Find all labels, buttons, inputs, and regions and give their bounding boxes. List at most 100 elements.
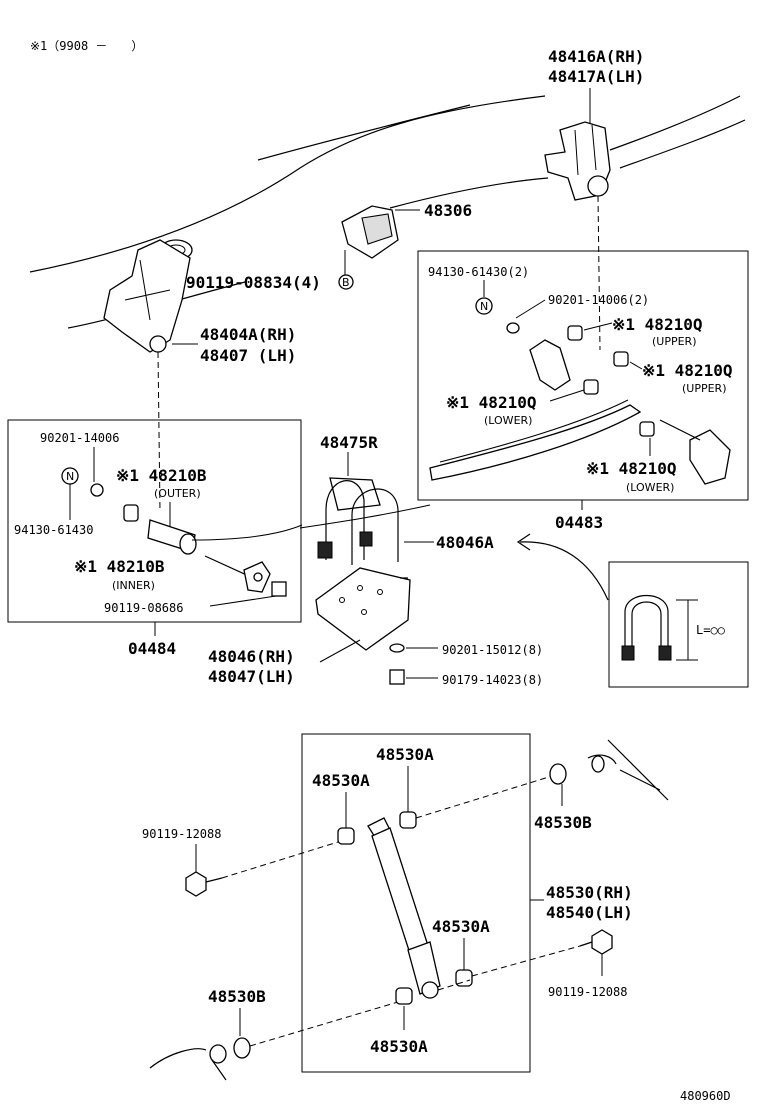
shock-absorber-box [301, 733, 531, 1073]
note-text: ※1（9908 － ） [30, 39, 143, 53]
rear-hanger-bracket [544, 121, 611, 201]
n-mark: N [480, 300, 488, 313]
label-04483: 04483 [555, 513, 603, 532]
label-48530A-left: 48530A [312, 771, 370, 790]
frame-lines [29, 95, 746, 329]
u-bolt-assembly [317, 477, 399, 565]
leader [209, 595, 277, 607]
washer [389, 643, 405, 653]
label-48530: 48530(RH) [546, 883, 633, 902]
label-90179-14023: 90179-14023(8) [442, 673, 543, 687]
label-48530A-bottom: 48530A [370, 1037, 428, 1056]
kit-box-04483 [417, 250, 749, 501]
label-94130-61430: 94130-61430 [14, 523, 93, 537]
label-90119-12088-right: 90119-12088 [548, 985, 627, 999]
nut [389, 669, 405, 685]
leader [319, 639, 361, 663]
label-48540: 48540(LH) [546, 903, 633, 922]
bolt [659, 419, 701, 441]
label-48407: 48407 (LH) [200, 346, 296, 365]
axle-mount-left [149, 1044, 227, 1081]
leader-dash [415, 775, 553, 819]
label-48210Q-lower-b: ※1 48210Q [586, 459, 676, 478]
frame-lines [299, 504, 431, 529]
label-inner: (INNER) [112, 579, 155, 592]
shock-absorber [367, 817, 441, 999]
leader [583, 322, 613, 331]
bushing [583, 379, 599, 395]
leader [549, 389, 585, 402]
arrow-head [516, 533, 531, 551]
label-48210Q-lower-a: ※1 48210Q [446, 393, 536, 412]
shackle-plate [689, 429, 731, 485]
frame-mount-right [587, 739, 669, 801]
bushing [567, 325, 583, 341]
diagram-id: 480960D [680, 1089, 731, 1103]
washer [549, 763, 567, 785]
bump-stopper [341, 205, 399, 259]
bushing [399, 811, 417, 829]
label-48417A: 48417A(LH) [548, 67, 644, 86]
label-outer: (OUTER) [154, 487, 201, 500]
washer [506, 322, 520, 334]
leader [515, 299, 546, 319]
leader-dash [471, 945, 581, 977]
label-04484: 04484 [128, 639, 176, 658]
label-upper-b: (UPPER) [682, 382, 727, 395]
label-48530B-right: 48530B [534, 813, 592, 832]
label-48416A: 48416A(RH) [548, 47, 644, 66]
bushing [613, 351, 629, 367]
label-90201-14006: 90201-14006 [40, 431, 119, 445]
label-48530A-top: 48530A [376, 745, 434, 764]
front-hanger-bracket [103, 239, 193, 353]
bushing [337, 827, 355, 845]
leader [629, 361, 643, 370]
label-48210B-inner: ※1 48210B [74, 557, 165, 576]
bushing [639, 421, 655, 437]
u-bolt-profile [621, 594, 672, 661]
label-upper-a: (UPPER) [652, 335, 697, 348]
label-48210Q-upper-b: ※1 48210Q [642, 361, 732, 380]
bushing [395, 987, 413, 1005]
label-48306: 48306 [424, 201, 472, 220]
label-90119-12088-left: 90119-12088 [142, 827, 221, 841]
label-lower-b: (LOWER) [626, 481, 674, 494]
washer [90, 483, 104, 497]
frame-lines [191, 524, 303, 541]
label-48404A: 48404A(RH) [200, 325, 296, 344]
arrow-curve [519, 541, 609, 601]
leader-dash [157, 351, 161, 513]
b-mark: B [342, 276, 350, 289]
label-48210B-outer: ※1 48210B [116, 466, 207, 485]
bushing [455, 969, 473, 987]
label-90119-08686: 90119-08686 [104, 601, 183, 615]
shackle-plate [529, 339, 571, 391]
u-bolt-length-inset [608, 561, 749, 688]
n-mark-circle [475, 297, 493, 315]
label-48047: 48047(LH) [208, 667, 295, 686]
label-90119-08834: 90119-08834(4) [186, 273, 321, 292]
label-48475R: 48475R [320, 433, 378, 452]
label-90201-15012: 90201-15012(8) [442, 643, 543, 657]
front-bushing [123, 504, 197, 555]
washer [233, 1037, 251, 1059]
leader-dash [221, 841, 339, 879]
b-mark-circle [338, 274, 354, 290]
bolt-left [185, 871, 223, 897]
n-mark: N [66, 470, 74, 483]
label-90201-14006-2: 90201-14006(2) [548, 293, 649, 307]
spring-seat-plate [315, 567, 411, 651]
label-94130-61430-2: 94130-61430(2) [428, 265, 529, 279]
leader-dash [437, 979, 471, 991]
front-bolt [204, 555, 287, 597]
label-lower-a: (LOWER) [484, 414, 532, 427]
label-48530B-left: 48530B [208, 987, 266, 1006]
label-48210Q-upper-a: ※1 48210Q [612, 315, 702, 334]
label-48046A: 48046A [436, 533, 494, 552]
label-48530A-mid: 48530A [432, 917, 490, 936]
leader-dash [597, 195, 601, 351]
label-length: L=○○ [696, 623, 725, 637]
leaf-spring [429, 399, 642, 481]
